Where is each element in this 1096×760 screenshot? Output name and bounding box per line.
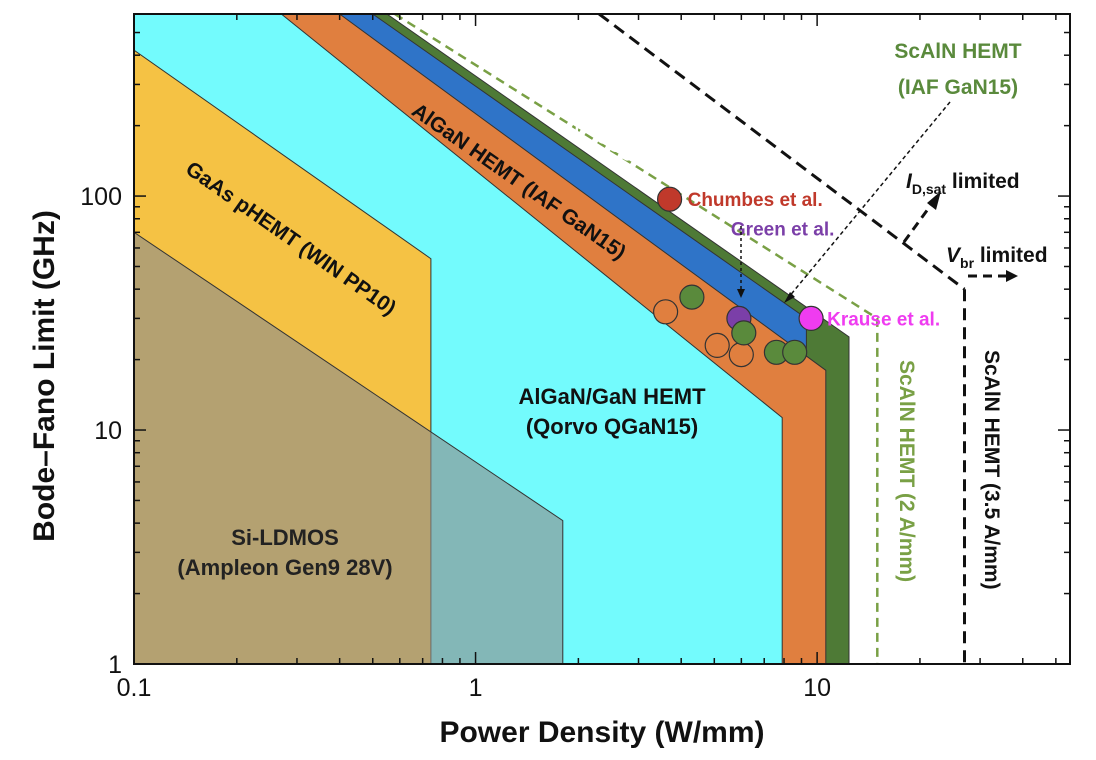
x-axis-label: Power Density (W/mm) xyxy=(439,716,764,749)
point-krause xyxy=(798,305,824,331)
y-axis-label: Bode–Fano Limit (GHz) xyxy=(28,210,61,542)
id-sat-symbol: I xyxy=(906,170,913,193)
green-pointer-head xyxy=(737,289,745,298)
point-chumbes xyxy=(656,186,683,212)
y-tick-label: 1 xyxy=(108,651,122,679)
limit-line-scaln-2a xyxy=(394,14,879,664)
scaln-iaf-label-line1: ScAlN HEMT xyxy=(894,40,1021,63)
scaln-iaf-pointer-head xyxy=(784,292,795,303)
limit-line-id-sat xyxy=(598,14,966,291)
svg-text:Vbr limited: Vbr limited xyxy=(946,244,1048,271)
device-point xyxy=(652,299,679,325)
y-tick-label: 100 xyxy=(80,183,122,211)
data-points-layer: Chumbes et al. Green et al. Krause et al. xyxy=(652,186,940,368)
plot-frame xyxy=(133,13,1071,665)
vbr-annotation: Vbr limited xyxy=(946,244,1048,271)
id-sat-arrowhead xyxy=(927,191,941,210)
id-sat-suffix: limited xyxy=(946,170,1020,193)
x-tick-label: 0.1 xyxy=(117,674,152,702)
vbr-subscript: br xyxy=(960,255,975,271)
region-label-qorvo: AlGaN/GaN HEMT (Qorvo QGaN15) xyxy=(518,384,706,439)
device-point xyxy=(728,342,754,368)
region-label-line: Si-LDMOS xyxy=(231,525,339,550)
region-ldmos xyxy=(134,231,564,664)
regions-layer xyxy=(134,14,850,664)
point-label-green: Green et al. xyxy=(731,219,835,240)
x-tick-label: 10 xyxy=(803,674,831,702)
scaln-iaf-label-line2: (IAF GaN15) xyxy=(898,76,1018,99)
vbr-symbol: V xyxy=(946,244,962,267)
device-point xyxy=(679,284,705,310)
vbr-arrowhead xyxy=(1006,270,1018,282)
x-tick-label: 1 xyxy=(469,674,483,702)
limit-lines-layer xyxy=(394,14,966,664)
id-sat-subscript: D,sat xyxy=(912,181,947,197)
region-label-line: (Ampleon Gen9 28V) xyxy=(177,555,392,580)
vbr-suffix: limited xyxy=(974,244,1048,267)
limit-arrows xyxy=(737,101,1018,303)
point-label-krause: Krause et al. xyxy=(827,309,940,330)
id-sat-annotation: ID,sat limited xyxy=(906,170,1020,197)
device-point xyxy=(704,332,730,358)
scaln-2a-label: ScAlN HEMT (2 A/mm) xyxy=(895,360,918,582)
scaln-iaf-pointer xyxy=(787,101,951,299)
scaln-3-5a-label: ScAlN HEMT (3.5 A/mm) xyxy=(980,350,1003,590)
region-label-ldmos: Si-LDMOS (Ampleon Gen9 28V) xyxy=(177,525,392,580)
region-label-line: (Qorvo QGaN15) xyxy=(526,414,698,439)
device-point xyxy=(782,339,808,365)
point-label-chumbes: Chumbes et al. xyxy=(688,190,823,211)
svg-text:ID,sat limited: ID,sat limited xyxy=(906,170,1020,197)
device-point xyxy=(731,320,757,346)
y-tick-label: 10 xyxy=(94,417,122,445)
region-label-line: AlGaN/GaN HEMT xyxy=(518,384,706,409)
